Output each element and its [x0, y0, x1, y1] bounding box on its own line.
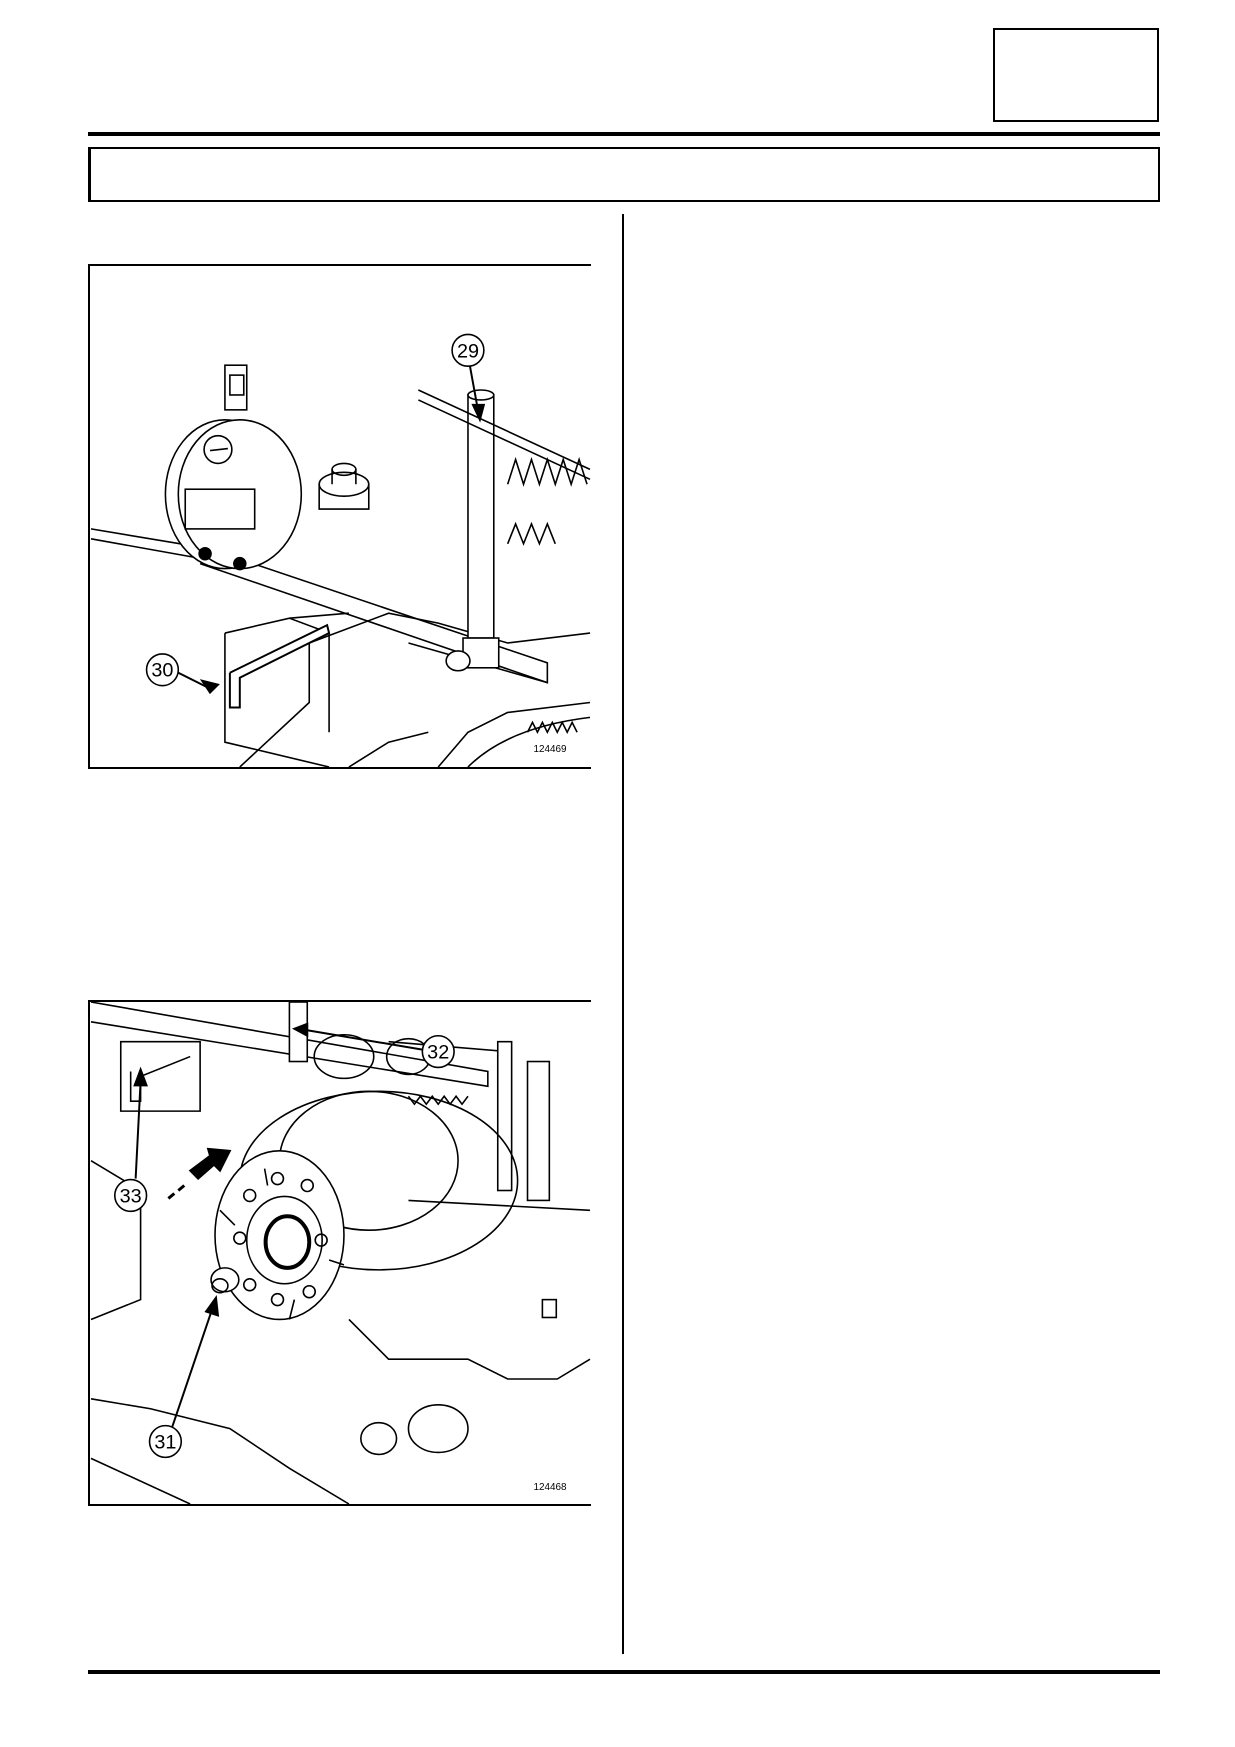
header-rule	[88, 132, 1160, 136]
callout-30: 30	[151, 660, 173, 682]
footer-rule	[88, 1670, 1160, 1674]
callout-31: 31	[154, 1431, 176, 1453]
callout-32: 32	[427, 1042, 449, 1064]
callout-33: 33	[120, 1185, 142, 1207]
dial-gauge-illustration: 29 30 124469	[90, 333, 591, 767]
section-title-bar	[88, 147, 1160, 202]
column-divider	[622, 214, 624, 1654]
figure-dial-gauge: 29 30 124469	[88, 264, 591, 769]
page-number-box	[993, 28, 1159, 122]
crankshaft-gear-illustration: 32 33 31 124468	[90, 1002, 591, 1504]
figure-crankshaft-gear: 32 33 31 124468	[88, 1000, 591, 1506]
figure-number: 124468	[533, 1482, 567, 1493]
figure-number: 124469	[533, 744, 567, 755]
callout-29: 29	[457, 340, 479, 362]
